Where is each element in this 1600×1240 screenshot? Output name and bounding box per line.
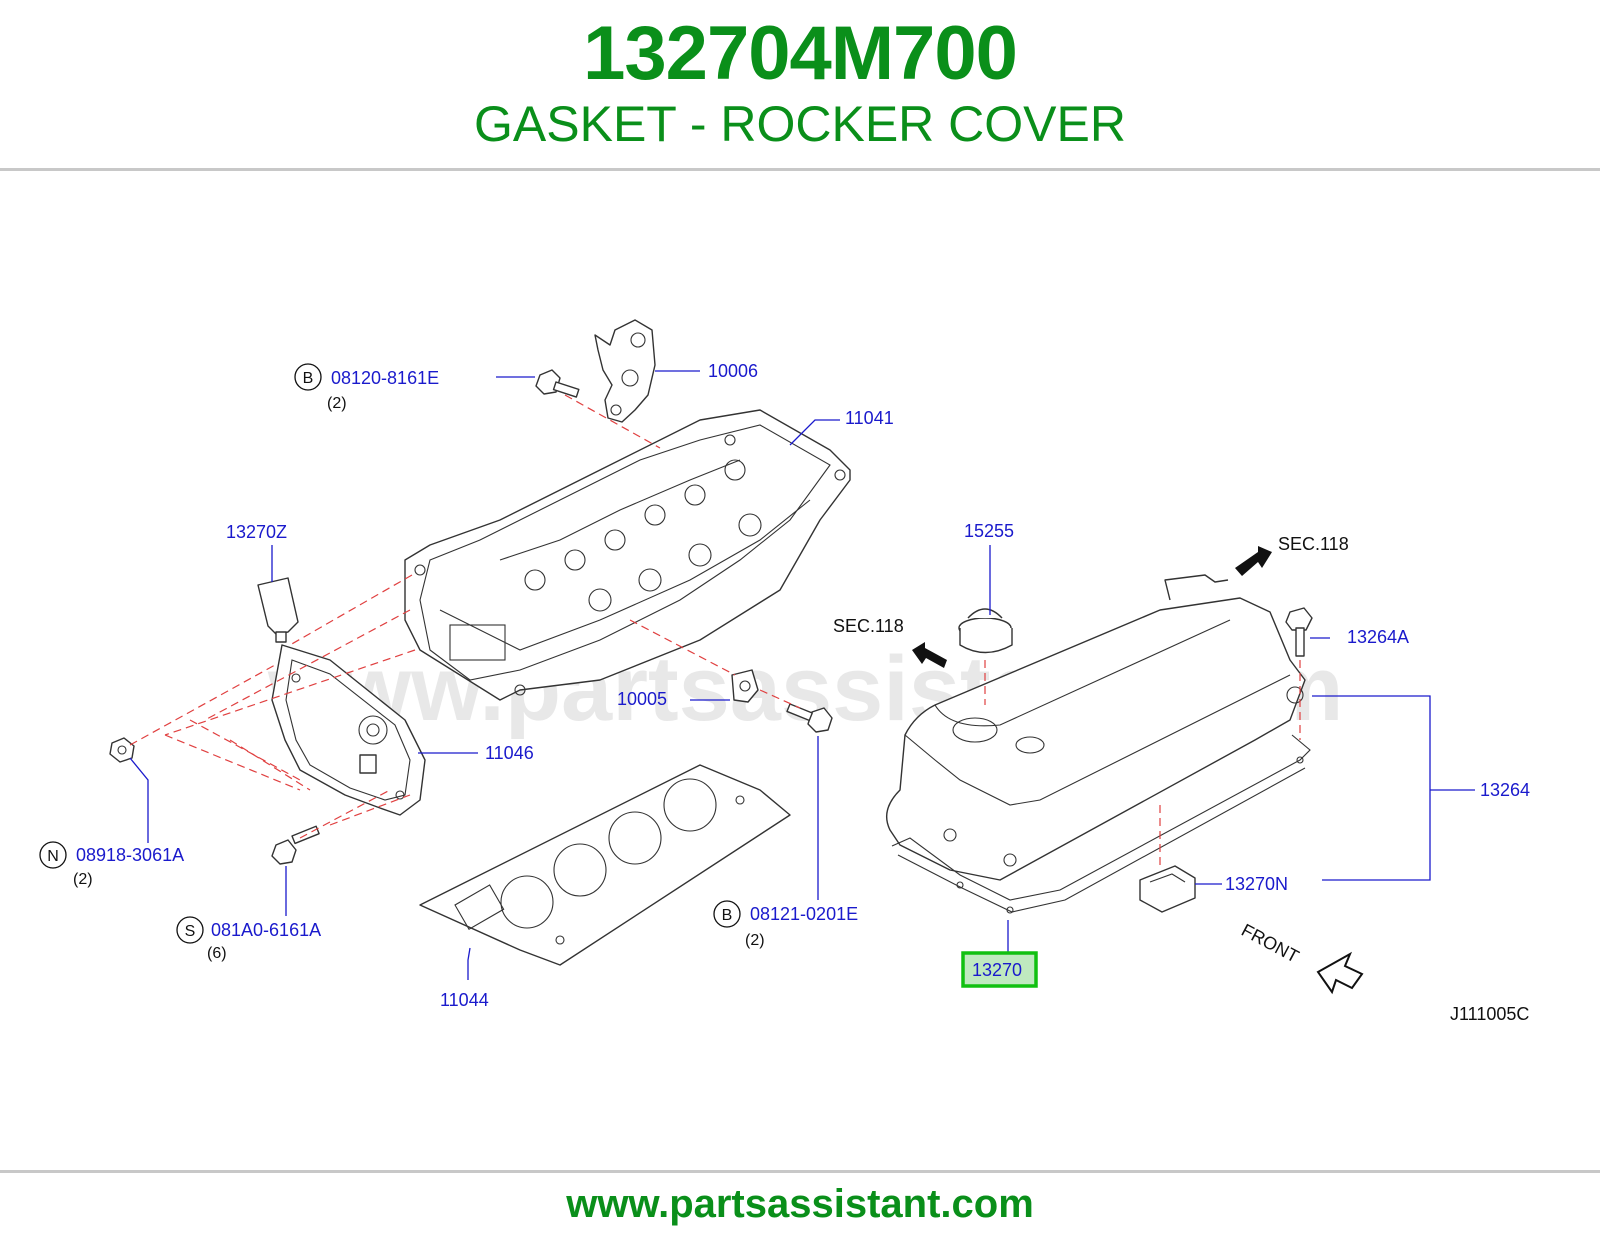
part-number-title: 132704M700 bbox=[583, 11, 1018, 96]
footer-divider bbox=[0, 1170, 1600, 1173]
qty-08918: (2) bbox=[73, 871, 93, 888]
qty-08121: (2) bbox=[745, 932, 765, 949]
front-label: FRONT bbox=[1238, 920, 1302, 967]
diagram-code: J111005C bbox=[1450, 1004, 1529, 1024]
engine-slinger-10006 bbox=[594, 319, 656, 423]
callout-08120-8161E[interactable]: 08120-8161E bbox=[331, 368, 439, 388]
sealant-tube-13270Z bbox=[257, 577, 299, 643]
callout-081A0-6161A[interactable]: 081A0-6161A bbox=[211, 920, 321, 940]
head-gasket-11044 bbox=[419, 764, 791, 966]
callout-10005[interactable]: 10005 bbox=[617, 689, 667, 709]
front-cover-gasket-11046 bbox=[271, 644, 426, 816]
callout-13270Z[interactable]: 13270Z bbox=[226, 522, 287, 542]
callout-13270-highlighted[interactable]: 13270 bbox=[972, 960, 1022, 980]
oil-filler-cap-15255 bbox=[958, 608, 1013, 654]
plate-10005 bbox=[731, 669, 759, 703]
badge-letter: B bbox=[722, 907, 733, 924]
assembly-lines bbox=[129, 394, 1301, 870]
cylinder-head-11041 bbox=[404, 409, 851, 701]
grommet-13270N bbox=[1139, 865, 1196, 913]
badge-letter: S bbox=[185, 923, 196, 940]
bolt-08120 bbox=[535, 369, 580, 398]
qty-081A0: (6) bbox=[207, 945, 227, 962]
callout-13264[interactable]: 13264 bbox=[1480, 780, 1530, 800]
badge-s-081A0: S bbox=[176, 916, 204, 944]
rocker-cover-13264 bbox=[886, 574, 1306, 881]
badge-letter: N bbox=[47, 848, 59, 865]
callout-08918-3061A[interactable]: 08918-3061A bbox=[76, 845, 184, 865]
callout-13264A[interactable]: 13264A bbox=[1347, 627, 1409, 647]
callout-11041[interactable]: 11041 bbox=[845, 408, 894, 428]
badge-b-08120: B bbox=[294, 363, 322, 391]
footer-url[interactable]: www.partsassistant.com bbox=[566, 1182, 1034, 1226]
callout-11044[interactable]: 11044 bbox=[440, 990, 489, 1010]
sec-118-arrow-right bbox=[1235, 546, 1272, 576]
part-description: GASKET - ROCKER COVER bbox=[474, 96, 1126, 152]
callout-sec-118-right[interactable]: SEC.118 bbox=[1278, 534, 1349, 554]
highlight-box-13270 bbox=[961, 951, 1038, 988]
bolt-08121 bbox=[786, 703, 833, 733]
callout-10006[interactable]: 10006 bbox=[708, 361, 758, 381]
leader-lines bbox=[129, 370, 1475, 980]
badge-b-08121: B bbox=[713, 900, 741, 928]
callout-15255[interactable]: 15255 bbox=[964, 521, 1014, 541]
callout-08121-0201E[interactable]: 08121-0201E bbox=[750, 904, 858, 924]
bolt-13264A bbox=[1285, 607, 1313, 657]
sec-118-arrow-left bbox=[912, 642, 947, 668]
rocker-cover-gasket-13270 bbox=[891, 734, 1311, 914]
header-divider bbox=[0, 168, 1600, 171]
qty-08120: (2) bbox=[327, 395, 347, 412]
front-direction-arrow bbox=[1316, 951, 1364, 995]
callout-13270N[interactable]: 13270N bbox=[1225, 874, 1288, 894]
callout-11046[interactable]: 11046 bbox=[485, 743, 534, 763]
badge-n-08918: N bbox=[39, 841, 67, 869]
badge-letter: B bbox=[303, 370, 314, 387]
nut-08918 bbox=[109, 737, 135, 763]
callout-sec-118-left[interactable]: SEC.118 bbox=[833, 616, 904, 636]
